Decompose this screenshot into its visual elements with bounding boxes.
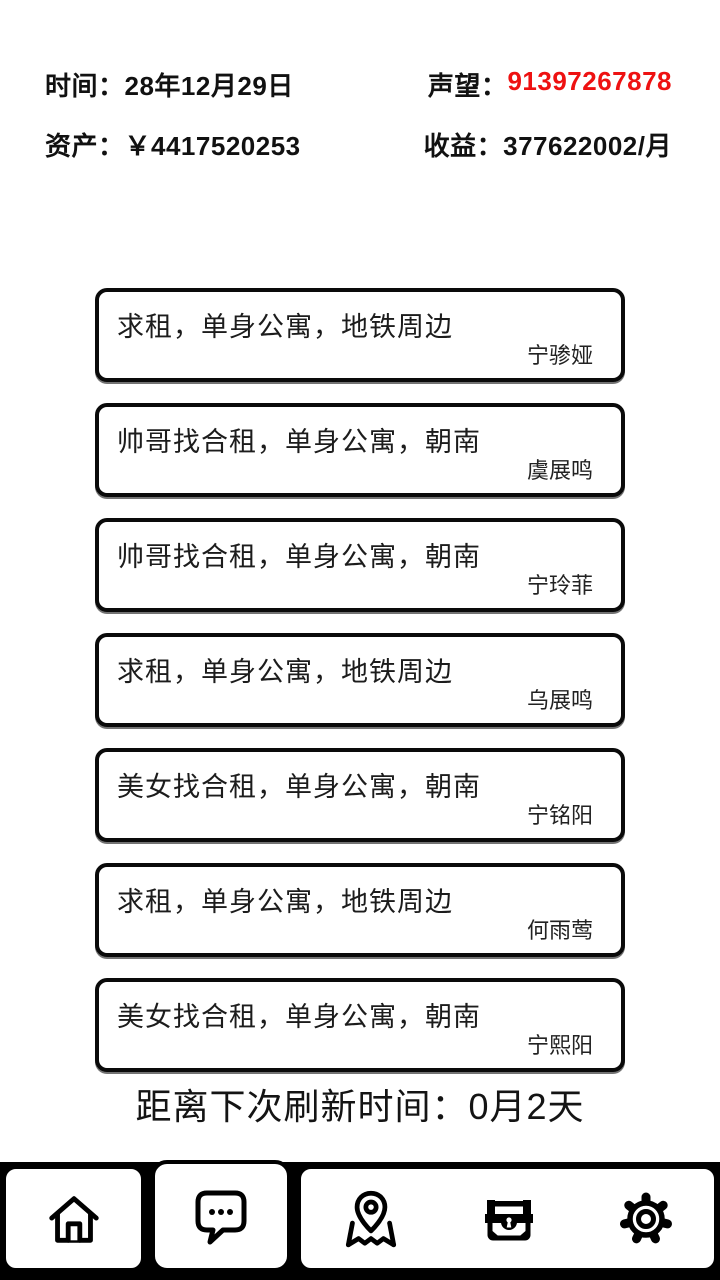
listing-card[interactable]: 求租，单身公寓，地铁周边 宁骖娅 <box>95 288 625 382</box>
listing-card[interactable]: 帅哥找合租，单身公寓，朝南 虞展鸣 <box>95 403 625 497</box>
listing-tenant-name: 宁铭阳 <box>526 803 593 828</box>
listing-title: 帅哥找合租，单身公寓，朝南 <box>117 427 481 457</box>
listing-title: 美女找合租，单身公寓，朝南 <box>117 1002 481 1032</box>
time-stat: 时间：28年12月29日 <box>45 66 294 103</box>
listing-tenant-name: 宁玲菲 <box>526 573 593 598</box>
listing-title: 帅哥找合租，单身公寓，朝南 <box>117 542 481 572</box>
listing-card[interactable]: 求租，单身公寓，地铁周边 乌展鸣 <box>95 633 625 727</box>
chat-icon <box>195 1190 247 1245</box>
listing-tenant-name: 宁骖娅 <box>526 343 593 368</box>
bottom-nav <box>0 1160 720 1280</box>
map-icon <box>345 1190 396 1247</box>
header-row-1: 时间：28年12月29日 声望：91397267878 <box>45 66 672 103</box>
gear-icon <box>619 1192 672 1243</box>
listing-title: 求租，单身公寓，地铁周边 <box>117 312 453 342</box>
fame-value: 91397267878 <box>507 66 672 96</box>
fame-stat: 声望：91397267878 <box>428 66 672 103</box>
nav-tab-map[interactable] <box>338 1186 404 1252</box>
home-icon <box>48 1195 99 1243</box>
listing-title: 求租，单身公寓，地铁周边 <box>117 657 453 687</box>
listing-tenant-name: 乌展鸣 <box>526 688 593 713</box>
nav-tab-group <box>297 1165 718 1272</box>
chest-icon <box>484 1199 533 1240</box>
listing-tenant-name: 何雨莺 <box>526 918 593 943</box>
listing-card[interactable]: 求租，单身公寓，地铁周边 何雨莺 <box>95 863 625 957</box>
nav-tab-home[interactable] <box>2 1165 145 1272</box>
time-label: 时间： <box>45 71 125 101</box>
nav-tab-chest[interactable] <box>477 1187 541 1251</box>
assets-stat: 资产：￥4417520253 <box>45 126 301 163</box>
listing-tenant-name: 虞展鸣 <box>526 458 593 483</box>
listing-title: 求租，单身公寓，地铁周边 <box>117 887 453 917</box>
nav-tab-settings[interactable] <box>614 1187 678 1251</box>
listing-title: 美女找合租，单身公寓，朝南 <box>117 772 481 802</box>
time-value: 28年12月29日 <box>124 71 294 101</box>
nav-tab-chat[interactable] <box>151 1160 291 1272</box>
refresh-countdown: 距离下次刷新时间：0月2天 <box>135 1086 585 1127</box>
listing-tenant-name: 宁熙阳 <box>526 1033 593 1058</box>
assets-value: ￥4417520253 <box>124 131 301 161</box>
income-stat: 收益：377622002/月 <box>424 126 672 163</box>
listing-list: 求租，单身公寓，地铁周边 宁骖娅 帅哥找合租，单身公寓，朝南 虞展鸣 帅哥找合租… <box>95 288 625 1093</box>
assets-label: 资产： <box>45 131 125 161</box>
listing-card[interactable]: 美女找合租，单身公寓，朝南 宁熙阳 <box>95 978 625 1072</box>
fame-label: 声望： <box>427 71 508 101</box>
header-row-2: 资产：￥4417520253 收益：377622002/月 <box>45 126 672 163</box>
income-value: 377622002/月 <box>503 131 672 161</box>
listing-card[interactable]: 美女找合租，单身公寓，朝南 宁铭阳 <box>95 748 625 842</box>
listing-card[interactable]: 帅哥找合租，单身公寓，朝南 宁玲菲 <box>95 518 625 612</box>
income-label: 收益： <box>423 131 504 161</box>
